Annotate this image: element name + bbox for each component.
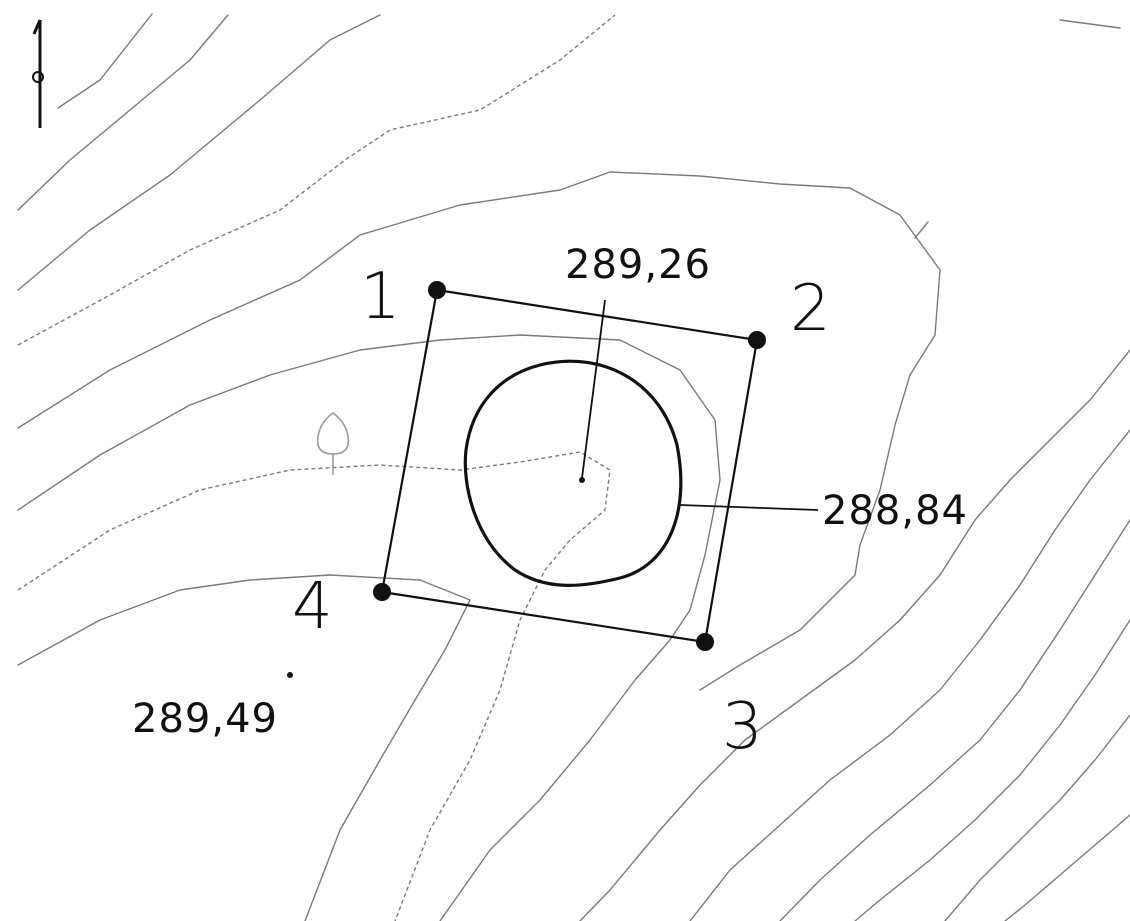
contour-line <box>17 334 721 921</box>
vertex-4 <box>373 583 391 601</box>
north-arrow-icon <box>32 19 44 128</box>
elevation-label-spot: 289,49 <box>132 696 278 742</box>
contour-line-dashed <box>17 451 611 921</box>
contour-line <box>57 13 153 109</box>
contour-line-dashed <box>17 14 616 346</box>
contour-line <box>944 714 1130 921</box>
vertex-1 <box>428 281 446 299</box>
center-point <box>579 477 585 483</box>
leader-rim <box>679 504 819 511</box>
contour-line <box>914 221 929 239</box>
tree-icon <box>316 412 350 475</box>
elevation-label-center: 289,26 <box>565 242 711 288</box>
contour-line <box>17 14 381 291</box>
corner-label-2: 2 <box>790 272 831 346</box>
contour-line <box>854 619 1130 921</box>
elevation-label-rim: 288,84 <box>822 488 968 534</box>
contour-line <box>689 429 1130 921</box>
corner-label-3: 3 <box>722 690 763 764</box>
contour-line <box>1004 814 1130 921</box>
spot-point <box>287 672 293 678</box>
pit-outline <box>463 359 683 587</box>
leader-center <box>581 299 606 479</box>
contour-line <box>779 519 1130 921</box>
vertex-2 <box>748 331 766 349</box>
corner-label-1: 1 <box>360 260 401 334</box>
corner-label-4: 4 <box>292 570 333 644</box>
contour-lines <box>17 13 1130 921</box>
contour-line <box>17 574 471 921</box>
contour-line <box>17 14 229 211</box>
contour-line <box>1059 19 1121 29</box>
vertex-3 <box>696 633 714 651</box>
contour-line <box>579 349 1130 921</box>
survey-frame <box>380 288 759 644</box>
contour-line <box>17 171 941 691</box>
